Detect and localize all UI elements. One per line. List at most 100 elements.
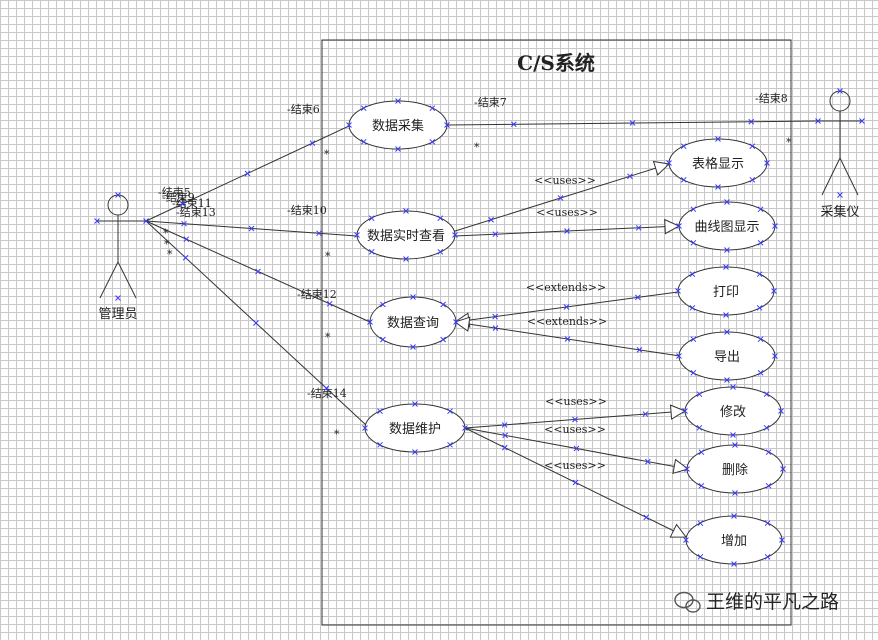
end-label-8: -结束8 [755, 92, 788, 105]
end-label-9: -结束9 [162, 191, 195, 204]
handle-marker [410, 294, 416, 300]
handle-marker [749, 143, 756, 150]
handle-marker [253, 320, 259, 326]
handle-marker [346, 122, 352, 128]
handle-marker [248, 225, 255, 232]
handle-marker [412, 449, 418, 455]
multiplicity-realtime: * [325, 250, 331, 263]
handle-marker [316, 230, 322, 237]
extends-label-print: <<extends>> [526, 281, 606, 294]
handle-marker [684, 466, 690, 472]
handle-marker [723, 312, 729, 318]
usecase-maintain-label: 数据维护 [389, 422, 441, 437]
handle-marker [244, 170, 251, 177]
end-label-11: -结束11 [172, 197, 212, 210]
usecase-print-label: 打印 [713, 285, 739, 300]
handle-marker [488, 216, 494, 223]
handle-marker [764, 553, 771, 560]
handle-marker [763, 424, 770, 431]
handle-marker [724, 247, 730, 253]
multiplicity-maintain: * [334, 428, 340, 441]
handle-marker [715, 184, 721, 190]
end-label-5: -结束5 [158, 186, 191, 199]
usecase-delete-label: 删除 [722, 463, 748, 478]
handle-marker [696, 424, 703, 431]
end-label-7: -结束7 [474, 96, 507, 109]
uses-label-delete: <<uses>> [544, 423, 606, 436]
handle-marker [732, 490, 738, 496]
multiplicity-collect-right: * [474, 141, 480, 154]
usecase-query-label: 数据查询 [387, 316, 439, 331]
handle-marker [757, 239, 764, 246]
handle-marker [453, 319, 459, 325]
handle-marker [859, 118, 865, 124]
handle-marker [731, 561, 737, 567]
handle-marker [642, 411, 649, 417]
handle-marker [771, 288, 777, 294]
handle-marker [380, 336, 386, 343]
handle-marker [447, 408, 453, 415]
handle-marker [368, 248, 375, 255]
handle-marker [492, 325, 499, 331]
handle-marker [447, 441, 453, 448]
handle-marker [437, 248, 444, 255]
handle-marker [94, 218, 100, 224]
handle-marker [395, 98, 401, 104]
multiplicity-admin-a: * [163, 227, 169, 240]
handle-marker [757, 336, 764, 343]
actor-collector-label: 采集仪 [820, 204, 859, 220]
usecase-collect-label: 数据采集 [372, 118, 424, 134]
handle-marker [765, 482, 772, 489]
handle-marker [772, 223, 778, 229]
actor-collector[interactable] [818, 90, 862, 196]
handle-marker [452, 232, 458, 238]
handle-marker [501, 422, 508, 428]
handle-marker [403, 256, 409, 262]
selection-handles [94, 88, 865, 567]
multiplicity-query: * [325, 331, 331, 344]
handle-marker [501, 444, 508, 451]
handle-marker [636, 347, 643, 353]
handle-marker [403, 208, 409, 214]
handle-marker [360, 105, 367, 112]
handle-marker [635, 294, 641, 301]
handle-marker [723, 264, 729, 270]
handle-marker [627, 173, 633, 180]
handle-marker [410, 344, 416, 350]
multiplicity-collect: * [324, 148, 330, 161]
system-title: C/S系统 [517, 51, 595, 75]
handle-marker [690, 206, 697, 213]
handle-marker [675, 288, 681, 294]
handle-marker [757, 206, 764, 213]
handle-marker [676, 353, 682, 359]
usecase-modify-label: 修改 [720, 405, 746, 420]
uses-label-add: <<uses>> [544, 459, 606, 472]
handle-marker [377, 408, 383, 415]
handle-marker [757, 369, 764, 376]
handle-marker [502, 432, 508, 439]
handle-marker [181, 220, 187, 227]
handle-marker [629, 120, 636, 126]
handle-marker [680, 143, 687, 150]
handle-marker [645, 458, 651, 465]
watermark-text: 王维的平凡之路 [706, 591, 839, 613]
usecase-realtime-label: 数据实时查看 [367, 228, 445, 244]
handle-marker [437, 215, 444, 222]
handle-marker [255, 268, 261, 275]
multiplicity-admin-b: * [164, 238, 170, 251]
handle-marker [323, 385, 330, 392]
handle-marker [440, 336, 446, 343]
handle-marker [440, 301, 446, 308]
handle-marker [360, 138, 367, 145]
extends-label-export: <<extends>> [527, 315, 607, 328]
end-label-13: -结束13 [176, 206, 216, 219]
handle-marker [683, 537, 689, 543]
handle-marker [780, 466, 786, 472]
actor-admin[interactable] [97, 194, 146, 299]
end-label-12: -结束12 [297, 288, 337, 301]
handle-marker [724, 199, 730, 205]
system-boundary[interactable] [321, 39, 792, 626]
handle-marker [756, 304, 763, 311]
handle-marker [837, 88, 843, 94]
handle-marker [492, 313, 498, 320]
